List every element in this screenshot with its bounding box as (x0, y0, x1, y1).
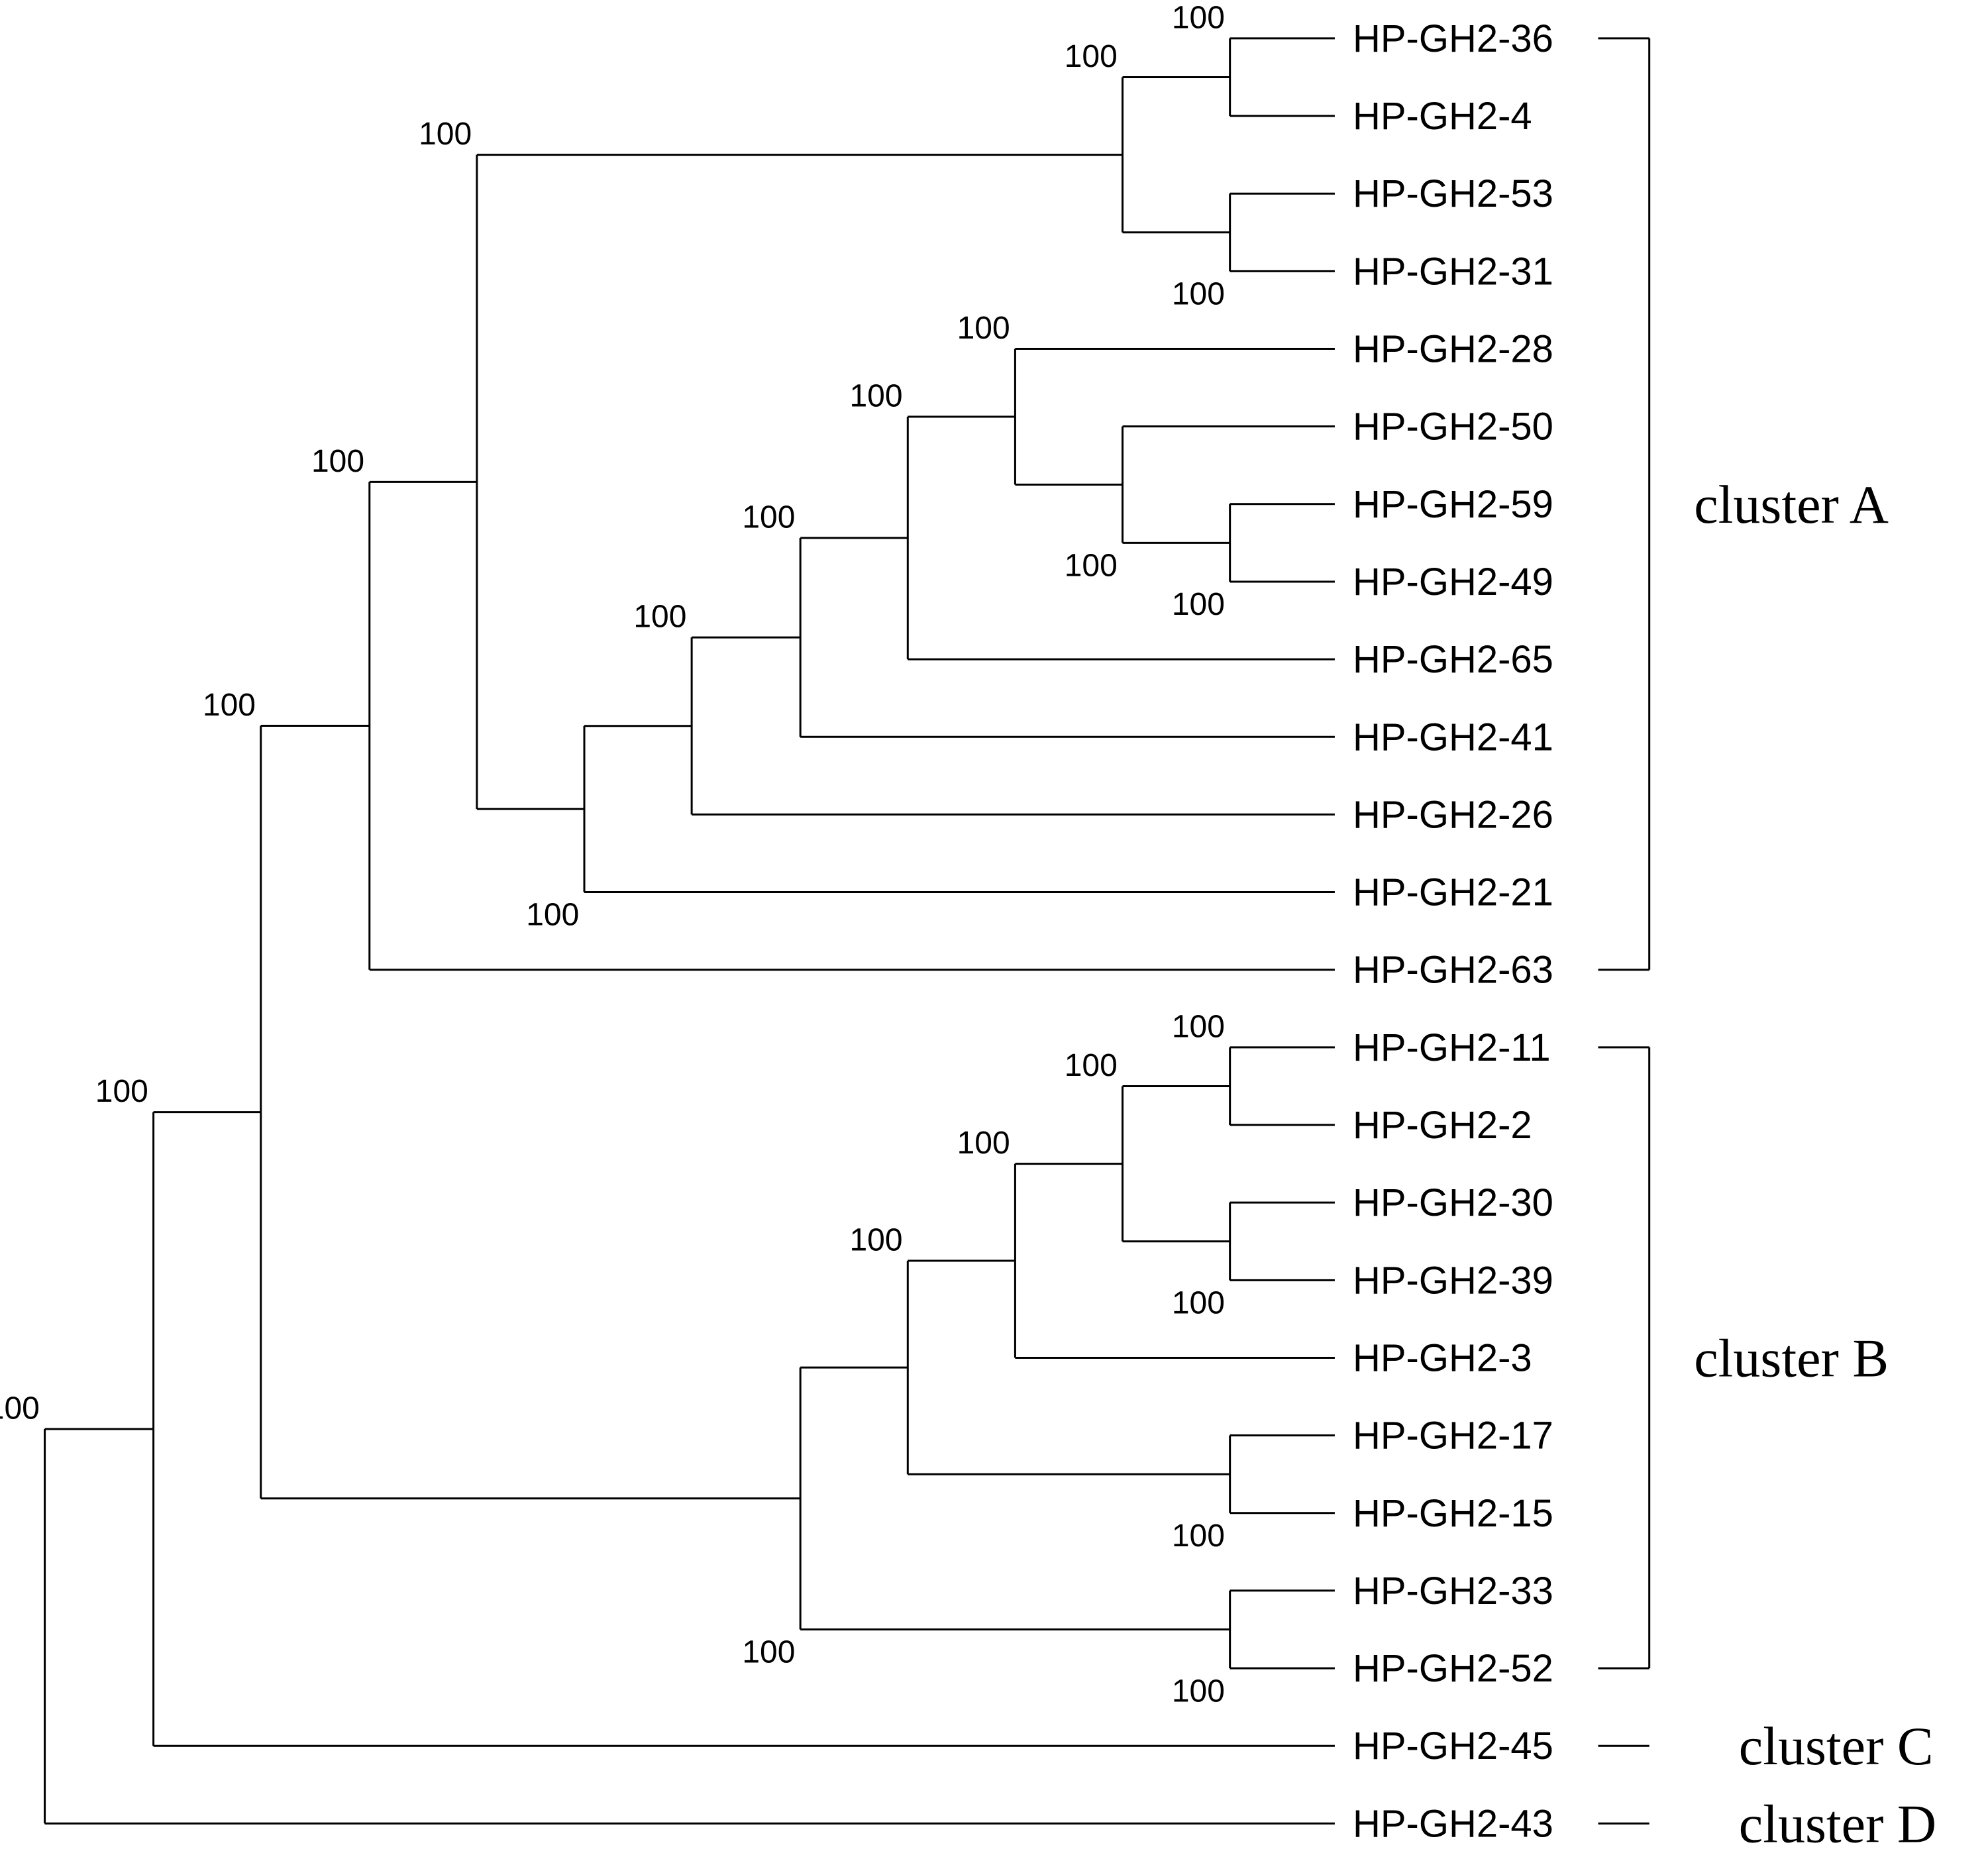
leaf-label: HP-GH2-43 (1353, 1802, 1553, 1845)
support-value: 100 (849, 1223, 902, 1258)
support-value: 100 (1172, 1285, 1225, 1320)
cluster-label: cluster B (1694, 1328, 1889, 1388)
leaf-label: HP-GH2-36 (1353, 17, 1553, 60)
leaf-label: HP-GH2-30 (1353, 1181, 1553, 1224)
support-value: 100 (1172, 0, 1225, 35)
support-value: 100 (1065, 39, 1118, 74)
cluster-labels: cluster A cluster B cluster C cluster D (1694, 474, 1936, 1854)
support-value: 100 (1065, 549, 1118, 584)
leaf-label: HP-GH2-50 (1353, 405, 1553, 449)
leaf-label: HP-GH2-28 (1353, 328, 1553, 371)
support-value: 100 (1172, 1518, 1225, 1554)
support-value: 100 (1172, 1009, 1225, 1044)
leaf-label: HP-GH2-17 (1353, 1414, 1553, 1458)
leaf-label: HP-GH2-3 (1353, 1336, 1532, 1379)
support-value: 100 (1065, 1048, 1118, 1083)
leaf-label: HP-GH2-15 (1353, 1492, 1553, 1535)
leaf-label: HP-GH2-63 (1353, 949, 1553, 992)
leaf-label: HP-GH2-21 (1353, 871, 1553, 914)
leaf-label: HP-GH2-26 (1353, 793, 1553, 836)
leaf-label: HP-GH2-52 (1353, 1647, 1553, 1690)
leaf-label: HP-GH2-49 (1353, 560, 1553, 604)
cluster-label: cluster D (1739, 1793, 1936, 1854)
support-value: 100 (311, 444, 364, 479)
cluster-label: cluster C (1739, 1716, 1934, 1776)
support-value: 100 (1172, 277, 1225, 312)
tree-branches (44, 37, 1335, 1825)
support-value: 100 (957, 311, 1010, 346)
support-value: 100 (203, 688, 256, 723)
leaf-label: HP-GH2-53 (1353, 172, 1553, 215)
leaf-label: HP-GH2-39 (1353, 1259, 1553, 1302)
support-value: 100 (742, 1635, 795, 1670)
leaf-label: HP-GH2-4 (1353, 95, 1532, 138)
support-value: 100 (419, 117, 472, 152)
support-value: 100 (849, 379, 902, 414)
cluster-brackets (1598, 37, 1651, 1825)
support-value: 100 (742, 500, 795, 535)
support-value: 100 (957, 1126, 1010, 1161)
leaf-label: HP-GH2-45 (1353, 1725, 1553, 1768)
leaf-label: HP-GH2-65 (1353, 638, 1553, 681)
support-value: 100 (526, 898, 579, 933)
support-value: 100 (1172, 587, 1225, 622)
support-values: 100 100 100 100 100 100 100 100 100 100 100 100 100 1… (0, 0, 1225, 1709)
support-value: 100 (95, 1074, 148, 1109)
leaf-label: HP-GH2-33 (1353, 1569, 1553, 1613)
leaf-label: HP-GH2-31 (1353, 250, 1553, 293)
leaf-label: HP-GH2-59 (1353, 483, 1553, 526)
leaf-label: HP-GH2-11 (1353, 1026, 1551, 1069)
leaf-label: HP-GH2-2 (1353, 1104, 1532, 1147)
leaf-labels: HP-GH2-36HP-GH2-4HP-GH2-53HP-GH2-31HP-GH… (1353, 17, 1553, 1845)
support-value: 100 (0, 1391, 40, 1426)
support-value: 100 (633, 600, 686, 635)
support-value: 100 (1172, 1673, 1225, 1709)
cluster-label: cluster A (1694, 474, 1889, 535)
leaf-label: HP-GH2-41 (1353, 716, 1553, 759)
